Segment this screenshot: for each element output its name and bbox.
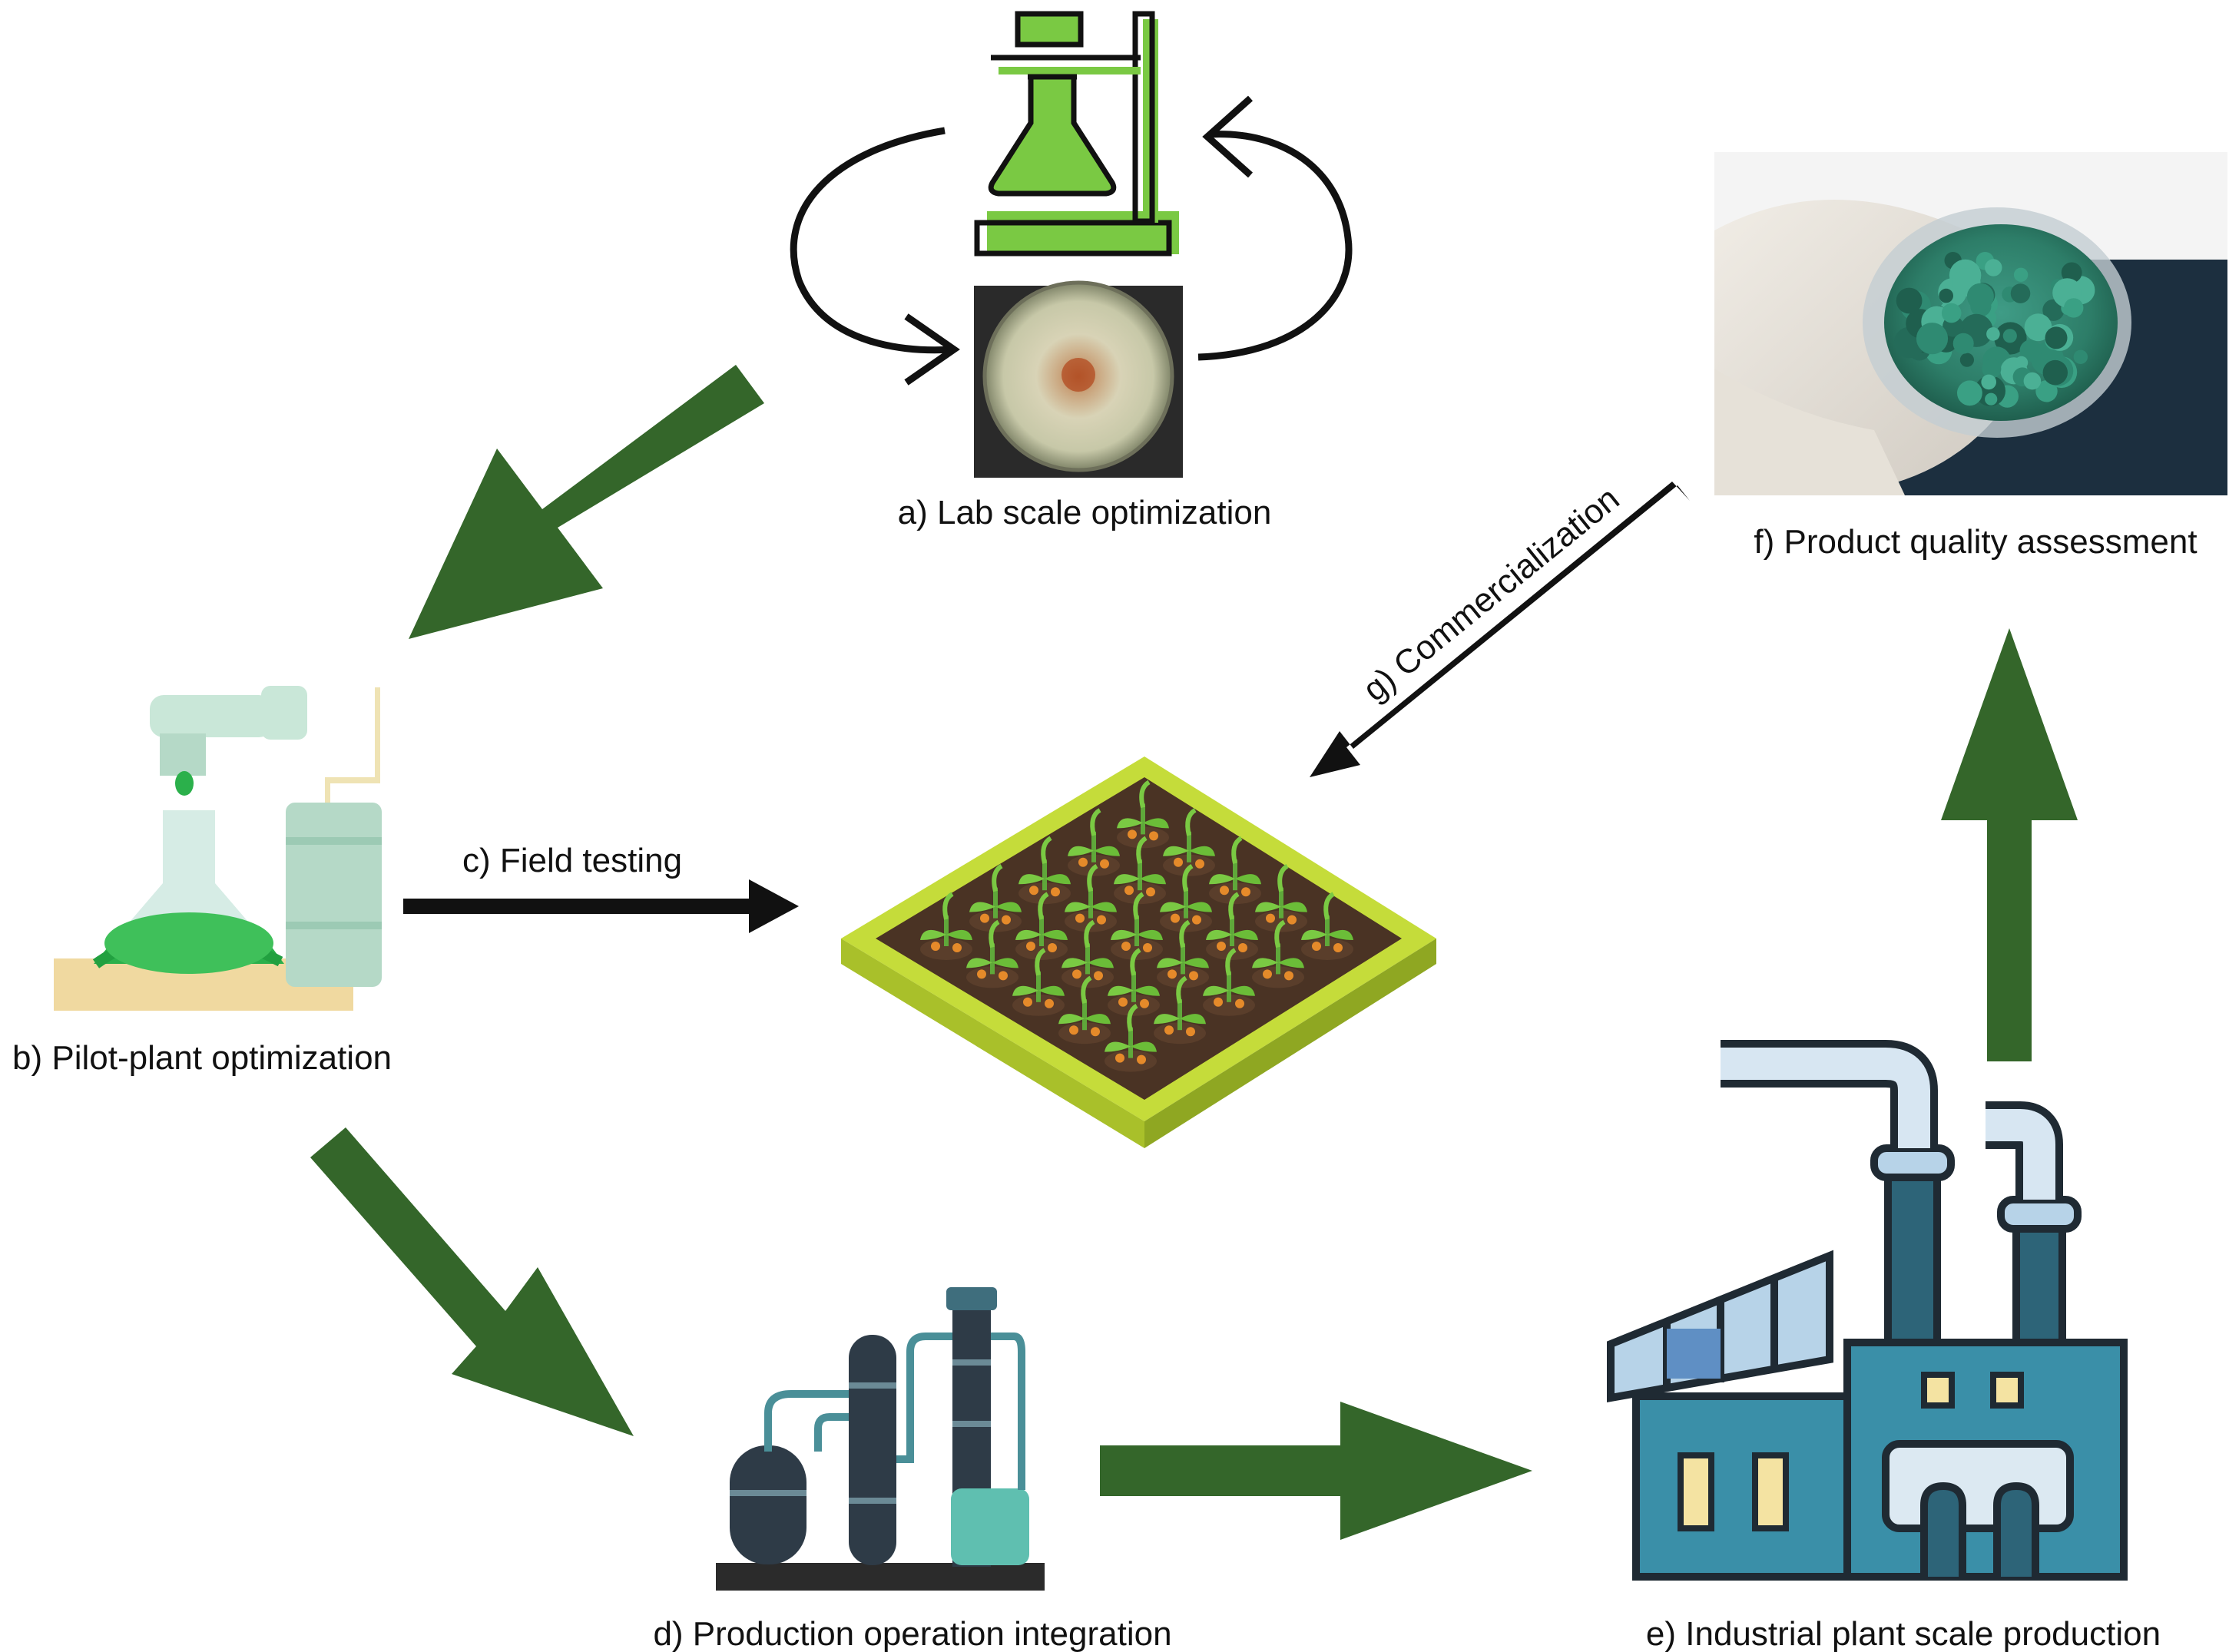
granule	[2045, 326, 2068, 349]
arrow-lab-to-pilot	[409, 365, 764, 639]
arrow-quality-to-field	[1310, 482, 1690, 777]
field-testing-group: c) Field testing	[403, 842, 799, 933]
cycle-arrow-left	[790, 127, 960, 386]
seedling	[1301, 892, 1353, 960]
granule	[2064, 298, 2084, 318]
arrow-pilot-to-production	[310, 1127, 634, 1436]
seedling	[1058, 975, 1111, 1045]
lab-flask-stand-icon	[974, 11, 1179, 257]
commercialization-label: g) Commercialization	[1356, 480, 1626, 709]
seedling	[1252, 919, 1304, 988]
granule	[1986, 327, 2000, 341]
granule	[1985, 392, 1998, 406]
arrow-industrial-to-quality	[1941, 628, 2078, 1061]
lab-scale-label: a) Lab scale optimization	[898, 494, 1272, 531]
granules	[1893, 252, 2095, 408]
granule	[1952, 333, 1974, 354]
field-testing-label: c) Field testing	[462, 842, 682, 879]
granule	[2013, 267, 2029, 282]
granule	[1939, 288, 1953, 303]
granule	[2019, 339, 2042, 362]
refinery-icon	[716, 1287, 1045, 1591]
commercialization-group: g) Commercialization	[1310, 480, 1690, 777]
seedling	[1012, 948, 1065, 1016]
pilot-plant-label: b) Pilot-plant optimization	[12, 1039, 392, 1077]
granule	[1981, 374, 1996, 390]
seedling	[966, 919, 1018, 988]
granule	[1916, 323, 1949, 355]
seedling	[1154, 975, 1206, 1045]
arrow-pilot-to-field	[403, 879, 799, 933]
granule	[2042, 359, 2068, 386]
seedling	[1105, 1003, 1157, 1072]
granule	[1959, 353, 1974, 367]
field-icon	[841, 756, 1436, 1148]
pilot-plant-icon	[54, 686, 382, 1011]
granule	[2073, 349, 2088, 364]
granule	[2015, 356, 2029, 369]
granule	[2061, 262, 2082, 283]
quality-group: f) Product quality assessment	[1714, 152, 2227, 561]
quality-label: f) Product quality assessment	[1754, 523, 2197, 561]
product-photo	[1714, 152, 2227, 495]
seedling-grid	[920, 780, 1353, 1072]
granule	[2010, 283, 2031, 303]
pilot-plant-group: b) Pilot-plant optimization	[12, 686, 392, 1077]
granule	[1985, 259, 2002, 276]
seedling	[1015, 892, 1068, 960]
seedling	[1111, 892, 1163, 960]
cycle-arrow-right	[1197, 95, 1353, 361]
seedling	[1203, 948, 1255, 1016]
production-group: d) Production operation integration	[653, 1287, 1172, 1652]
industrial-label: e) Industrial plant scale production	[1646, 1615, 2161, 1652]
factory-icon	[1607, 1040, 2128, 1581]
arrow-production-to-industrial	[1100, 1402, 1532, 1540]
granule	[1941, 303, 1962, 323]
production-label: d) Production operation integration	[653, 1615, 1171, 1652]
petri-dish-photo	[974, 280, 1183, 478]
granule	[1966, 283, 1994, 310]
granule	[1982, 359, 2002, 379]
granule	[1896, 287, 1923, 314]
granule	[2035, 380, 2058, 402]
lab-scale-group: a) Lab scale optimization	[790, 11, 1353, 531]
seedling	[920, 892, 972, 960]
granule	[2002, 329, 2017, 343]
granule	[2023, 372, 2042, 390]
industrial-group: e) Industrial plant scale production	[1607, 1040, 2161, 1652]
granule	[1957, 380, 1982, 406]
granule	[2024, 313, 2052, 342]
